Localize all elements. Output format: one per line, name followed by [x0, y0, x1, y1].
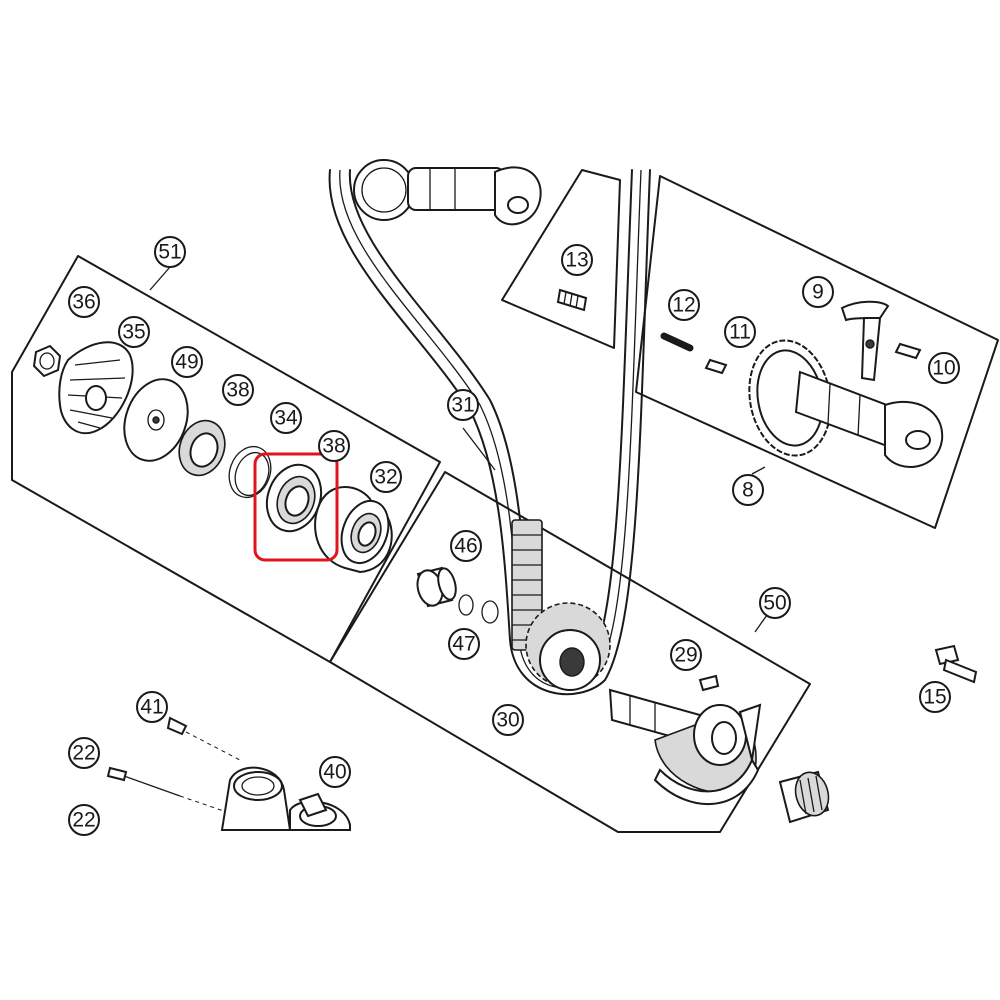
callout-31: 31	[447, 389, 479, 421]
part-29-key	[698, 674, 720, 692]
svg-text:22: 22	[72, 809, 95, 832]
part-32-bearing	[314, 486, 393, 574]
svg-text:8: 8	[742, 479, 754, 502]
leader-50	[754, 614, 768, 633]
callout-49: 49	[171, 346, 203, 378]
callout-8: 8	[732, 474, 764, 506]
callout-29: 29	[670, 639, 702, 671]
svg-text:30: 30	[496, 709, 519, 732]
highlight-box-34	[253, 452, 339, 562]
group-box-50	[329, 471, 811, 833]
callout-10: 10	[928, 352, 960, 384]
crank-sprocket	[525, 602, 611, 691]
part-34-shaft-seal	[265, 463, 323, 533]
svg-text:10: 10	[932, 357, 955, 380]
group-box-8	[635, 175, 999, 529]
svg-text:22: 22	[72, 742, 95, 765]
callout-47: 47	[448, 628, 480, 660]
svg-text:35: 35	[122, 321, 145, 344]
svg-text:40: 40	[323, 761, 346, 784]
part-47-o-rings	[458, 594, 499, 624]
callout-34: 34	[270, 402, 302, 434]
svg-text:51: 51	[158, 241, 181, 264]
callout-41: 41	[136, 691, 168, 723]
part-41-screw	[166, 716, 241, 761]
svg-text:12: 12	[672, 294, 695, 317]
group-box-51	[11, 255, 441, 663]
part-10-pin	[894, 342, 922, 360]
svg-text:32: 32	[374, 466, 397, 489]
callout-46: 46	[450, 530, 482, 562]
svg-text:34: 34	[274, 407, 298, 430]
part-38-seal-ring-a	[178, 419, 226, 477]
part-9-lever	[840, 300, 890, 382]
callout-11: 11	[724, 316, 756, 348]
part-46-bushing	[416, 566, 457, 608]
callout-51: 51	[154, 236, 186, 268]
part-40-housing	[220, 766, 351, 831]
part-13-screw	[556, 288, 588, 312]
callout-38b: 38	[318, 430, 350, 462]
svg-text:38: 38	[322, 435, 345, 458]
callout-22b: 22	[68, 804, 100, 836]
svg-text:36: 36	[72, 291, 95, 314]
part-12-spring	[660, 332, 694, 352]
part-49-disc	[123, 378, 189, 462]
svg-text:31: 31	[451, 394, 474, 417]
callout-36: 36	[68, 286, 100, 318]
part-8-camshaft	[748, 339, 944, 468]
callout-12: 12	[668, 289, 700, 321]
callout-22a: 22	[68, 737, 100, 769]
svg-text:15: 15	[923, 686, 946, 709]
callout-38a: 38	[222, 374, 254, 406]
part-50-shaft-assembly	[608, 688, 762, 806]
part-11-pin	[704, 358, 728, 375]
callout-15: 15	[919, 681, 951, 713]
leader-8	[751, 466, 766, 475]
part-15-bolt	[934, 644, 978, 684]
group-box-13	[501, 169, 621, 349]
callout-9: 9	[802, 276, 834, 308]
part-36-nut	[32, 344, 62, 378]
svg-text:47: 47	[452, 633, 475, 656]
callout-30: 30	[492, 704, 524, 736]
svg-text:9: 9	[812, 281, 824, 304]
svg-text:29: 29	[674, 644, 697, 667]
callout-50: 50	[759, 587, 791, 619]
timing-chain	[328, 169, 651, 696]
upper-camshaft-sprocket	[353, 159, 542, 226]
leader-31	[462, 427, 496, 471]
svg-text:41: 41	[140, 696, 163, 719]
part-22-screw-a	[106, 766, 251, 821]
callout-35: 35	[118, 316, 150, 348]
svg-text:46: 46	[454, 535, 477, 558]
part-circlip	[228, 445, 272, 499]
svg-text:49: 49	[175, 351, 198, 374]
svg-text:13: 13	[565, 249, 588, 272]
part-roller-bearing	[778, 770, 830, 824]
callout-13: 13	[561, 244, 593, 276]
svg-text:11: 11	[729, 321, 751, 344]
leader-51	[149, 266, 171, 291]
part-35-impeller	[58, 341, 134, 435]
callout-32: 32	[370, 461, 402, 493]
callout-40: 40	[319, 756, 351, 788]
svg-text:50: 50	[763, 592, 786, 615]
svg-text:38: 38	[226, 379, 249, 402]
